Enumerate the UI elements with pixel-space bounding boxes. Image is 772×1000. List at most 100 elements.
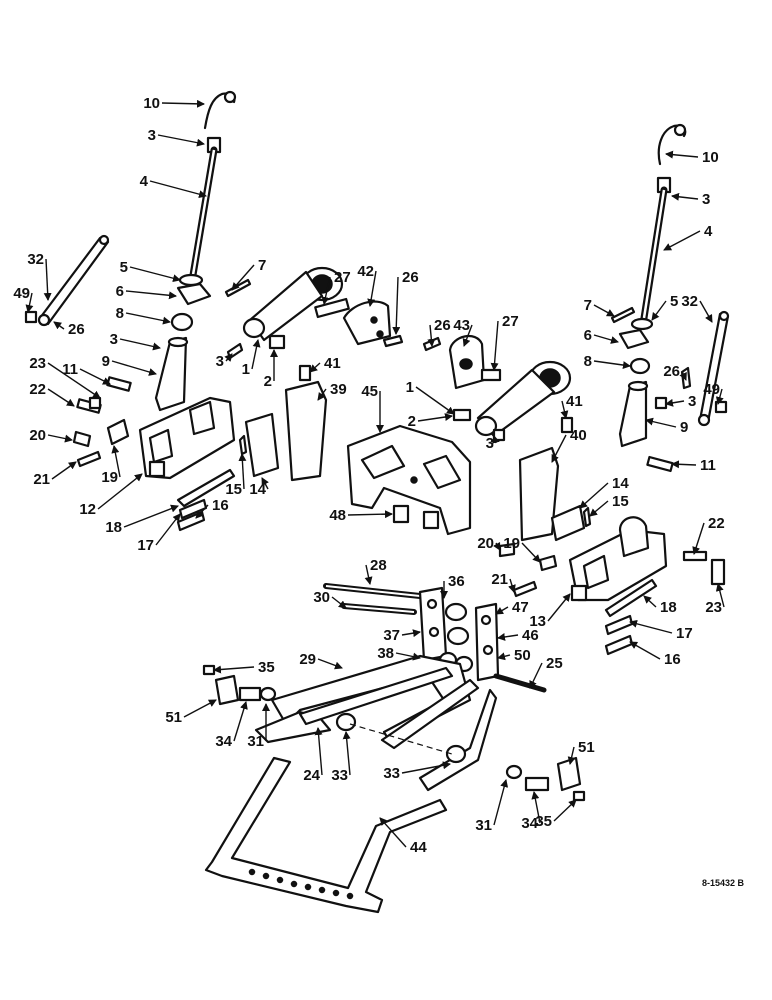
callout-c7a: 7: [231, 257, 266, 291]
leader-line: [157, 134, 205, 147]
callout-number: 33: [331, 767, 348, 784]
left-latch-19: [106, 418, 130, 446]
callout-c1b: 1: [406, 379, 455, 415]
leader-line: [593, 304, 615, 317]
callout-c3c: 3: [216, 353, 233, 370]
callout-c15a: 15: [225, 453, 247, 498]
callout-number: 12: [79, 501, 96, 518]
right-latch-19: [538, 554, 558, 572]
leader-line: [183, 699, 217, 718]
callout-c19a: 19: [101, 445, 121, 486]
leader-line: [111, 360, 157, 376]
leader-line: [427, 324, 436, 347]
right-pin-2: [452, 408, 472, 422]
callout-c47: 47: [495, 599, 529, 616]
leader-line: [342, 731, 351, 776]
leader-line: [665, 150, 699, 159]
callout-c18a: 18: [105, 504, 179, 536]
callout-c48: 48: [329, 507, 393, 524]
callout-number: 11: [700, 457, 716, 474]
callout-c3b: 3: [110, 331, 161, 351]
left-pin-23-head: [88, 396, 102, 410]
drawbar-holes: [248, 868, 354, 900]
right-washer-5: [630, 317, 654, 331]
left-support-bracket: [284, 364, 328, 482]
callout-c27b: 27: [490, 313, 519, 371]
callout-number: 9: [680, 419, 688, 436]
leader-line: [51, 461, 77, 480]
right-clip-35: [572, 790, 586, 802]
side-plate-36: [418, 586, 448, 662]
callout-c40: 40: [551, 427, 587, 463]
right-spacer-3: [492, 428, 506, 442]
callout-c43: 43: [453, 317, 473, 347]
left-link-18: [176, 468, 236, 508]
callout-c49a: 49: [13, 285, 34, 313]
callout-number: 31: [247, 733, 264, 750]
callout-c39: 39: [317, 381, 347, 401]
callout-c31a: 31: [247, 703, 270, 750]
left-check-chain: [24, 234, 110, 327]
leader-line: [47, 388, 75, 407]
callout-number: 11: [62, 361, 78, 378]
callout-c34a: 34: [215, 701, 248, 750]
callout-c10a: 10: [143, 95, 205, 112]
callout-c28: 28: [364, 557, 387, 585]
callout-number: 49: [13, 285, 30, 302]
callout-c4a: 4: [140, 173, 207, 199]
left-check-chain-32: [38, 236, 110, 326]
callout-number: 8: [116, 305, 124, 322]
callout-c2b: 2: [408, 413, 453, 430]
callout-c46: 46: [497, 627, 539, 644]
leader-line: [195, 504, 209, 519]
leader-line: [643, 595, 657, 608]
callout-c17a: 17: [137, 513, 181, 554]
callout-number: 1: [242, 361, 250, 378]
leader-line: [47, 362, 101, 399]
callout-c9a: 9: [102, 353, 157, 376]
callout-c31b: 31: [475, 779, 509, 834]
callout-c13: 13: [529, 593, 571, 630]
right-clip-20: [498, 542, 516, 558]
callout-number: 36: [448, 573, 465, 590]
left-pin-26: [382, 334, 404, 348]
right-lift-tube-9: [618, 380, 648, 448]
leader-line: [593, 334, 619, 344]
leader-line: [231, 264, 255, 291]
callout-number: 15: [225, 481, 242, 498]
leader-line: [53, 321, 65, 330]
callout-c22a: 22: [29, 381, 75, 407]
left-pin-27: [314, 297, 350, 319]
leader-line: [415, 386, 455, 415]
callout-number: 3: [148, 127, 156, 144]
callout-c14b: 14: [579, 475, 629, 509]
leader-line: [497, 633, 519, 641]
leader-line: [123, 504, 179, 528]
leader-line: [579, 482, 609, 509]
right-spacer-31: [505, 764, 523, 780]
leader-line: [493, 541, 501, 551]
leader-line: [715, 583, 725, 608]
callout-number: 19: [101, 469, 118, 486]
leader-line: [692, 522, 705, 555]
frame-24-right: [418, 688, 498, 792]
left-clip-15: [238, 434, 248, 456]
callout-number: 33: [383, 765, 400, 782]
leader-line: [495, 606, 509, 615]
leader-line: [43, 258, 52, 301]
callout-number: 3: [486, 435, 494, 452]
left-lift-arm: [224, 266, 404, 360]
leader-line: [663, 230, 701, 251]
callout-c3a: 3: [148, 127, 205, 147]
leader-line: [314, 727, 323, 776]
callout-number: 5: [120, 259, 128, 276]
callout-c11a: 11: [62, 361, 111, 385]
leader-line: [213, 665, 255, 674]
leader-line: [699, 300, 713, 323]
leader-line: [401, 761, 451, 774]
leader-line: [161, 99, 205, 108]
callout-c20b: 20: [477, 535, 501, 552]
callout-c32a: 32: [27, 251, 52, 301]
leader-line: [671, 192, 699, 201]
